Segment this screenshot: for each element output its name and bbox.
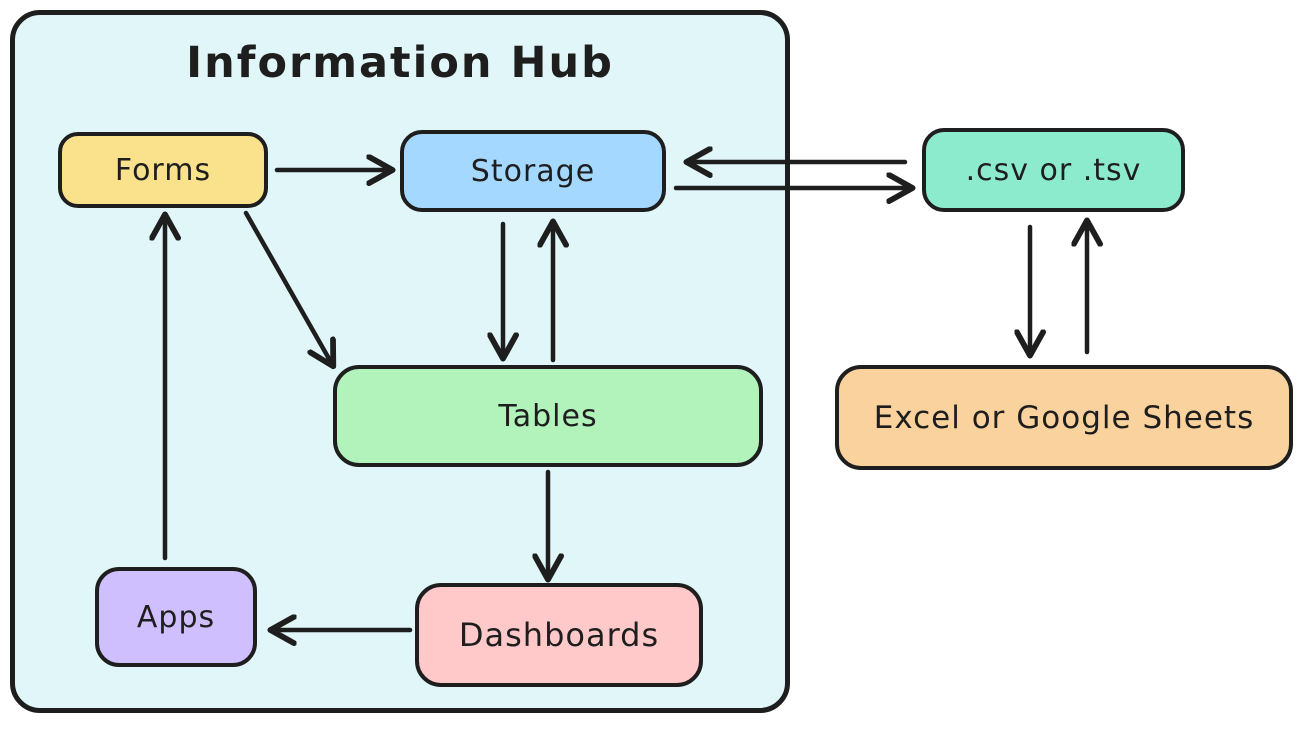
diagram-title: Information Hub: [186, 38, 614, 88]
node-dashboards-label: Dashboards: [458, 616, 660, 654]
node-apps-label: Apps: [136, 599, 216, 635]
node-storage: Storage: [400, 130, 666, 212]
node-csv-tsv: .csv or .tsv: [922, 128, 1185, 212]
node-forms-label: Forms: [114, 152, 212, 188]
node-excel-google-sheets: Excel or Google Sheets: [835, 365, 1293, 470]
node-tables: Tables: [333, 365, 763, 467]
node-csv-tsv-label: .csv or .tsv: [965, 152, 1142, 188]
node-storage-label: Storage: [470, 153, 596, 189]
node-forms: Forms: [58, 132, 268, 208]
node-tables-label: Tables: [498, 398, 598, 434]
node-excel-google-sheets-label: Excel or Google Sheets: [873, 399, 1255, 436]
node-dashboards: Dashboards: [415, 583, 703, 687]
node-apps: Apps: [95, 567, 257, 667]
